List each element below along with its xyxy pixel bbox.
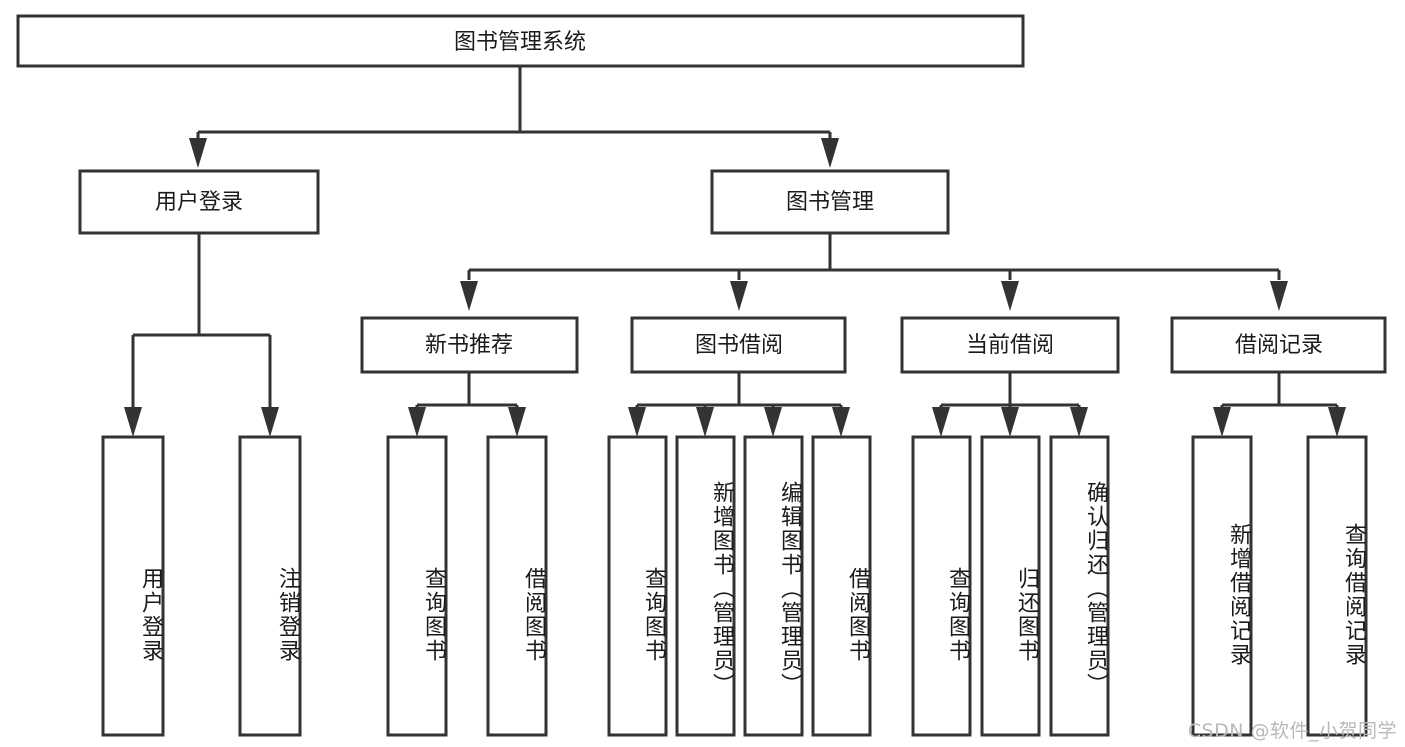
arrowhead-to-current-borrow [1001, 281, 1019, 311]
leaf-box-new-book-1[interactable] [386, 435, 448, 737]
node-book-borrow-box[interactable] [630, 316, 847, 374]
arrowhead-leaf-book-borrow-2 [696, 407, 714, 437]
node-current-borrow-label: 当前借阅 [966, 333, 1054, 358]
leaf-box-book-borrow-1[interactable] [607, 435, 668, 737]
node-book-borrow-label: 图书借阅 [695, 333, 783, 358]
arrowhead-leaf-current-borrow-1 [932, 407, 950, 437]
arrowhead-leaf-book-borrow-4 [832, 407, 850, 437]
node-book-management[interactable]: 图书管理 [710, 169, 950, 235]
node-book-management-label: 图书管理 [786, 190, 874, 215]
leaf-box-borrow-record-2[interactable] [1306, 435, 1368, 737]
node-new-book-recommend[interactable]: 新书推荐 [360, 316, 579, 374]
node-current-borrow-box[interactable] [900, 316, 1120, 374]
arrowhead-to-user-login [189, 138, 207, 168]
leaf-box-new-book-2[interactable] [486, 435, 548, 737]
node-book-management-box[interactable] [710, 169, 950, 235]
arrowhead-leaf-borrow-record-1 [1213, 407, 1231, 437]
arrowhead-to-borrow-record [1270, 281, 1288, 311]
arrowhead-leaf-user-login-1 [124, 407, 142, 437]
leaf-box-current-borrow-1[interactable] [911, 435, 972, 737]
arrowhead-leaf-current-borrow-2 [1001, 407, 1019, 437]
node-current-borrow[interactable]: 当前借阅 [900, 316, 1120, 374]
node-borrow-record[interactable]: 借阅记录 [1170, 316, 1387, 374]
arrowhead-leaf-new-book-2 [508, 407, 526, 437]
arrowhead-leaf-user-login-2 [261, 407, 279, 437]
node-user-login-label: 用户登录 [155, 190, 243, 215]
node-root[interactable]: 图书管理系统 [16, 14, 1025, 68]
leaf-box-book-borrow-4[interactable] [811, 435, 872, 737]
leaf-box-borrow-record-1[interactable] [1191, 435, 1253, 737]
arrowhead-leaf-book-borrow-1 [628, 407, 646, 437]
arrowhead-leaf-book-borrow-3 [764, 407, 782, 437]
leaf-box-user-login-2[interactable] [238, 435, 302, 737]
arrowhead-leaf-new-book-1 [408, 407, 426, 437]
node-borrow-record-box[interactable] [1170, 316, 1387, 374]
node-user-login[interactable]: 用户登录 [78, 169, 320, 235]
arrowhead-leaf-current-borrow-3 [1070, 407, 1088, 437]
arrowhead-to-book-borrow [730, 281, 748, 311]
leaf-box-book-borrow-2[interactable] [675, 435, 736, 737]
node-new-book-recommend-box[interactable] [360, 316, 579, 374]
node-borrow-record-label: 借阅记录 [1235, 333, 1323, 358]
csdn-watermark: CSDN @软件_小贺同学 [1187, 720, 1397, 742]
node-root-box[interactable] [16, 14, 1025, 68]
arrowhead-leaf-borrow-record-2 [1328, 407, 1346, 437]
arrowhead-to-book-manage [821, 138, 839, 168]
arrowhead-to-new-book-recommend [460, 281, 478, 311]
leaf-box-book-borrow-3[interactable] [743, 435, 804, 737]
leaf-box-user-login-1[interactable] [101, 435, 165, 737]
node-root-label: 图书管理系统 [454, 30, 586, 55]
node-new-book-recommend-label: 新书推荐 [425, 333, 513, 358]
node-book-borrow[interactable]: 图书借阅 [630, 316, 847, 374]
leaf-box-current-borrow-2[interactable] [980, 435, 1041, 737]
leaf-box-current-borrow-3[interactable] [1049, 435, 1110, 737]
